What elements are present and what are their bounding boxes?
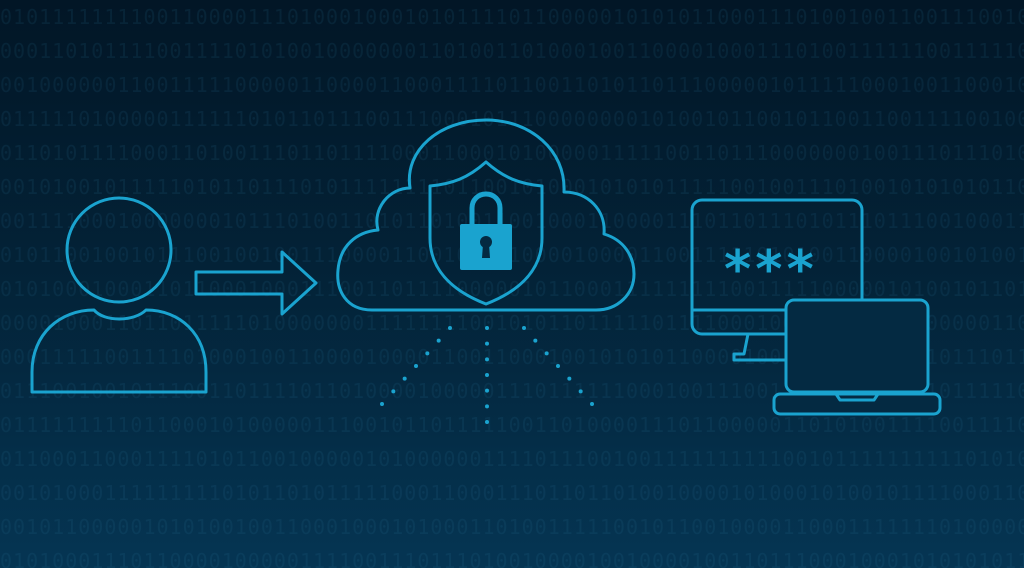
data-stream-dot	[544, 351, 549, 356]
data-stream-dot	[436, 338, 441, 343]
desktop-monitor-icon: ***	[690, 198, 864, 362]
data-stream-dot	[533, 338, 538, 343]
data-stream-dot	[448, 326, 452, 330]
data-stream-dot	[485, 404, 489, 409]
data-stream-dot	[556, 364, 560, 368]
data-stream-dot	[578, 389, 583, 394]
data-stream-dot	[485, 341, 489, 346]
data-stream-dot	[485, 373, 489, 377]
data-stream-dot	[425, 351, 430, 356]
data-stream-dot	[485, 326, 489, 330]
data-stream-dots	[380, 326, 594, 424]
data-stream-dot	[485, 388, 489, 393]
data-stream-dot	[391, 389, 396, 394]
data-stream-dot	[590, 402, 594, 406]
user-icon	[30, 196, 208, 394]
shield-icon	[428, 160, 544, 306]
data-stream-dot	[402, 376, 407, 381]
data-stream-dot	[485, 357, 489, 362]
laptop-icon	[772, 298, 942, 416]
cloud-icon	[336, 118, 636, 312]
arrow-right-icon	[194, 250, 318, 316]
password-mask-text: ***	[722, 240, 816, 300]
padlock-icon	[460, 191, 512, 270]
data-stream-dot	[414, 364, 418, 368]
data-stream-dot	[485, 420, 489, 424]
data-stream-dot	[567, 376, 572, 381]
data-stream-dot	[380, 402, 384, 406]
data-stream-dot	[522, 326, 526, 330]
